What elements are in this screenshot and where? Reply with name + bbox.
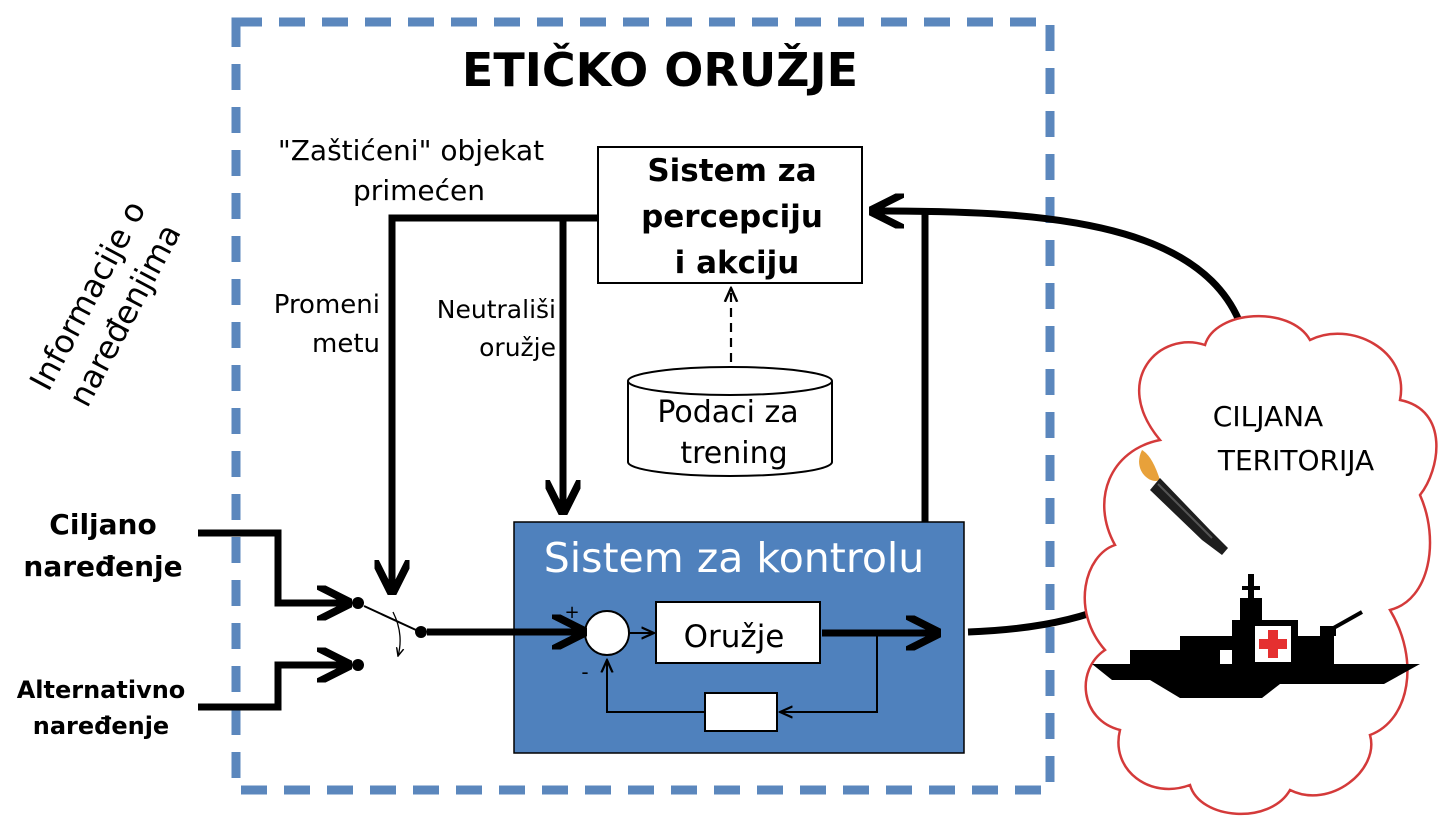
targeted-order-line [198, 529, 345, 603]
switch-terminal-bottom [352, 659, 364, 671]
weapon-label: Oružje [684, 619, 785, 655]
control-system-title: Sistem za kontrolu [544, 534, 925, 582]
ethical-weapon-frame [231, 17, 1055, 795]
ship-icon [1092, 574, 1420, 698]
protected-object-label-line1: "Zaštićeni" objekat [278, 134, 544, 167]
change-target-label-line1: Promeni [274, 290, 380, 320]
switch-pivot [415, 626, 427, 638]
alternative-order-line [198, 665, 345, 711]
targeted-order-label-line2: naređenje [23, 550, 182, 583]
perception-box-line1: Sistem za [647, 153, 816, 189]
summing-junction [584, 610, 630, 656]
training-data-line2: trening [680, 436, 787, 471]
weapon-box [655, 601, 821, 664]
minus-sign: - [581, 660, 588, 684]
neutralize-label-line1: Neutrališi [437, 295, 556, 324]
territory-label-line1: CILJANA [1213, 400, 1323, 433]
perception-box-line3: i akciju [675, 245, 800, 281]
neutralize-label-line2: oružje [479, 333, 556, 362]
alternative-order-label-line2: naređenje [33, 712, 169, 740]
training-data-cylinder [627, 366, 833, 477]
info-orders-label: Informacije o naređenjima [22, 194, 189, 412]
switch-lever [363, 605, 417, 631]
territory-label-line2: TERITORIJA [1217, 444, 1374, 477]
alternative-order-label-line1: Alternativno [17, 676, 186, 704]
protected-object-label-line2: primećen [353, 174, 485, 207]
diagram-title: ETIČKO ORUŽJE [462, 43, 858, 97]
training-data-line1: Podaci za [657, 395, 798, 430]
feedback-line-in [780, 633, 878, 712]
switch-rotation-arrow [392, 611, 400, 656]
feedback-block [704, 692, 778, 732]
switch-terminal-top [352, 597, 364, 609]
plus-sign: + [564, 602, 579, 623]
change-target-line [392, 214, 598, 588]
perception-action-box [597, 146, 863, 284]
feedback-line-out [607, 660, 705, 713]
perception-box-line2: percepciju [641, 199, 823, 235]
territory-to-perception-arrow [876, 211, 1254, 369]
change-target-label-line2: metu [312, 329, 380, 359]
missile-icon [1139, 450, 1228, 555]
target-territory-cloud [1083, 314, 1438, 816]
targeted-order-label-line1: Ciljano [49, 508, 156, 541]
